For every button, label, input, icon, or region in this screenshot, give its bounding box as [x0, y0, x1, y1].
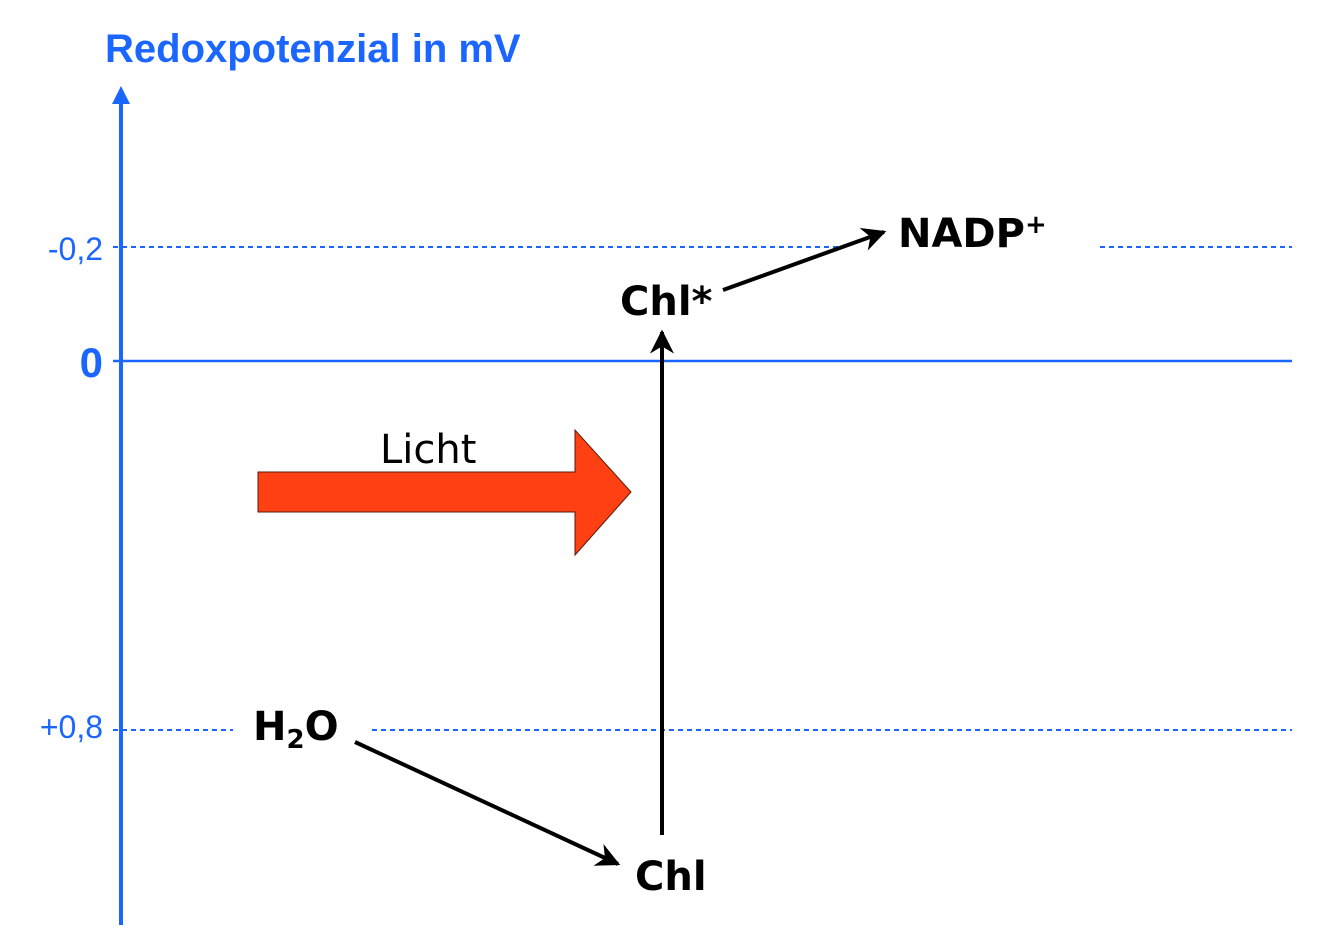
- nadp-label: NADP+: [898, 210, 1047, 257]
- axis-title: Redoxpotenzial in mV: [105, 27, 521, 71]
- tick-label: -0,2: [48, 231, 103, 267]
- arrow-h2o-to-chl: [354, 740, 621, 866]
- tick-label: +0,8: [40, 709, 103, 745]
- arrow-chl-star-to-nadp: [722, 228, 887, 292]
- chl-label: Chl: [635, 854, 707, 900]
- chl-star-label: Chl*: [620, 279, 713, 325]
- y-axis-arrowhead-icon: [112, 86, 130, 104]
- h2o-label: H2O: [253, 704, 339, 755]
- light-arrow: [257, 428, 632, 557]
- tick-label: 0: [80, 339, 103, 386]
- light-label: Licht: [380, 427, 476, 473]
